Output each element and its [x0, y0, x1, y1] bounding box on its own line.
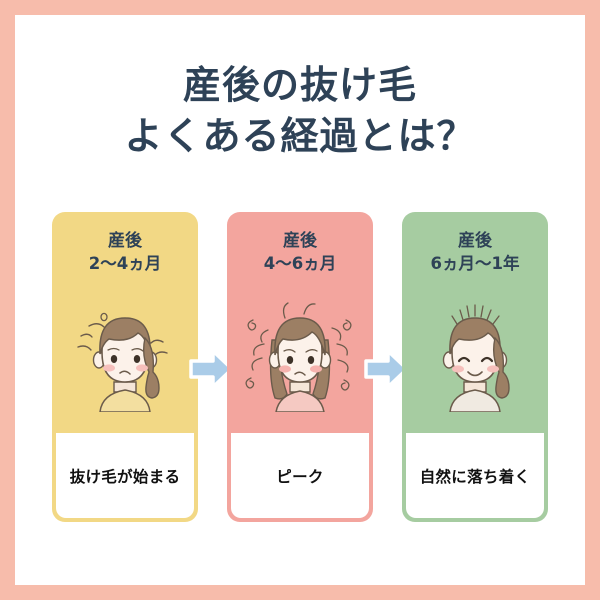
- worried-woman-sweat-icon: [77, 312, 168, 412]
- card-footer-label: 抜け毛が始まる: [69, 467, 181, 486]
- card-header-stage-2: 産後 4〜6ヵ月: [227, 230, 373, 275]
- title-line-1: 産後の抜け毛: [182, 63, 417, 107]
- card-header-line-1: 産後: [108, 231, 142, 251]
- card-footer-stage-3: 自然に落ち着く: [406, 433, 544, 518]
- card-footer-label: 自然に落ち着く: [419, 467, 531, 486]
- card-header-line-1: 産後: [283, 231, 317, 251]
- card-footer-stage-1: 抜け毛が始まる: [56, 433, 194, 518]
- card-header-line-1: 産後: [458, 231, 492, 251]
- smiling-woman-new-hair-icon: [442, 304, 510, 412]
- card-header-line-2: 4〜6ヵ月: [263, 253, 337, 273]
- timeline-card-stage-3[interactable]: 産後 6ヵ月〜1年: [402, 212, 548, 522]
- card-header-stage-1: 産後 2〜4ヵ月: [52, 230, 198, 275]
- card-footer-label: ピーク: [276, 467, 324, 486]
- timeline-card-stage-1[interactable]: 産後 2〜4ヵ月: [52, 212, 198, 522]
- timeline-cards: 産後 2〜4ヵ月: [15, 212, 585, 527]
- card-footer-stage-2: ピーク: [231, 433, 369, 518]
- title-line-2: よくある経過とは？: [124, 114, 476, 159]
- card-header-line-2: 2〜4ヵ月: [88, 253, 162, 273]
- arrow-right-icon: [364, 349, 409, 389]
- page-title: 産後の抜け毛 よくある経過とは？: [15, 60, 585, 163]
- infographic-canvas: 産後の抜け毛 よくある経過とは？ 産後 2〜4ヵ月: [15, 15, 585, 585]
- card-header-stage-3: 産後 6ヵ月〜1年: [402, 230, 548, 275]
- frizzy-hair-woman-icon: [245, 302, 352, 412]
- card-header-line-2: 6ヵ月〜1年: [430, 253, 520, 273]
- timeline-card-stage-2[interactable]: 産後 4〜6ヵ月: [227, 212, 373, 522]
- arrow-right-icon: [189, 349, 234, 389]
